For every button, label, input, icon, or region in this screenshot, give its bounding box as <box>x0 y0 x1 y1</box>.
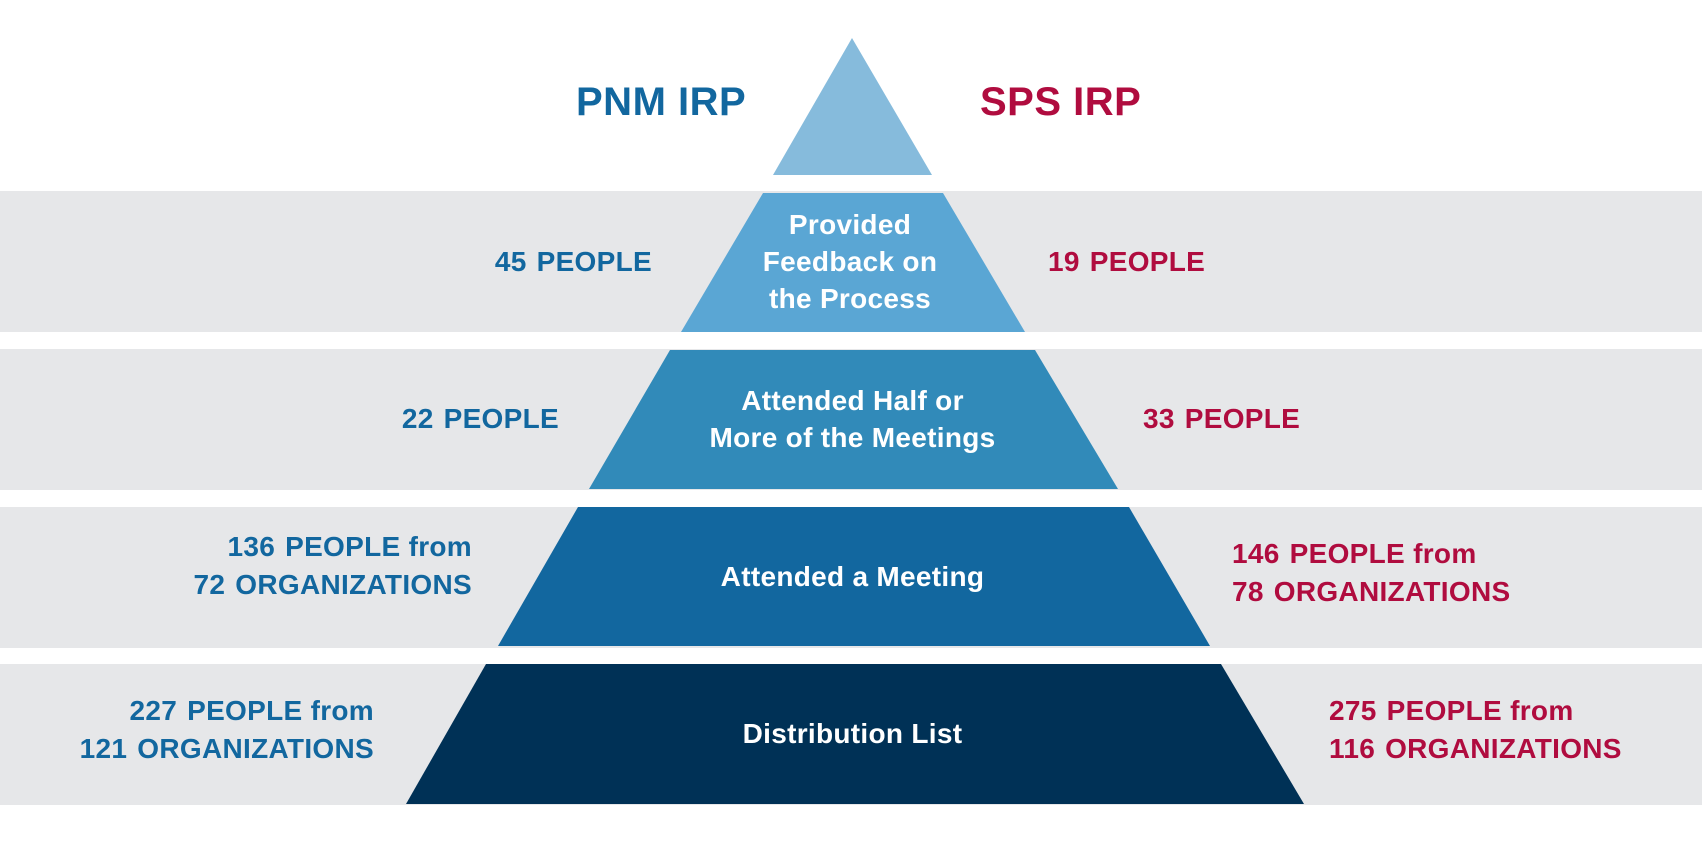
tier-4-label-line: Distribution List <box>742 718 963 749</box>
stat-text: ORGANIZATIONS <box>137 733 374 764</box>
stat-text: PEOPLE from <box>1386 695 1574 726</box>
pnm-irp-header: PNM IRP <box>576 80 747 124</box>
stat-number: 72 <box>193 569 226 600</box>
stat-text: PEOPLE from <box>1289 538 1477 569</box>
pyramid-tier-1 <box>681 193 1025 332</box>
pyramid-apex <box>773 38 932 175</box>
stat-number: 22 <box>401 403 434 434</box>
stat-text: PEOPLE from <box>285 531 472 562</box>
stat-text: ORGANIZATIONS <box>1273 576 1511 607</box>
tier-4-label: Distribution List <box>650 715 1055 752</box>
pyramid-tier-4 <box>406 664 1304 804</box>
tier-3-label-line: Attended a Meeting <box>720 561 985 592</box>
stat-number: 121 <box>79 733 128 764</box>
stat-number: 227 <box>129 695 178 726</box>
stat-number: 275 <box>1329 695 1377 726</box>
pnm-tier-4-stat: 227 PEOPLE from 121 ORGANIZATIONS <box>80 692 374 768</box>
stat-text: PEOPLE <box>1089 246 1206 277</box>
tier-1-label-line: the Process <box>768 283 932 314</box>
sps-irp-header: SPS IRP <box>980 80 1142 124</box>
stat-text: PEOPLE <box>536 246 652 277</box>
pnm-tier-3-stat: 136 PEOPLE from 72 ORGANIZATIONS <box>194 528 472 604</box>
pyramid-tier-2 <box>589 350 1118 489</box>
stat-text: ORGANIZATIONS <box>235 569 472 600</box>
sps-tier-4-stat: 275 PEOPLE from 116 ORGANIZATIONS <box>1329 692 1622 768</box>
tier-2-label: Attended Half or More of the Meetings <box>650 382 1055 456</box>
tier-3-label: Attended a Meeting <box>650 558 1055 595</box>
pnm-tier-2-stat: 22 PEOPLE <box>402 400 559 438</box>
pyramid-tier-3 <box>498 507 1210 646</box>
tier-2-label-line: More of the Meetings <box>709 422 996 453</box>
sps-tier-1-stat: 19 PEOPLE <box>1048 243 1205 281</box>
tier-1-label-line: Feedback on <box>762 246 938 277</box>
stat-text: PEOPLE <box>443 403 559 434</box>
pnm-tier-1-stat: 45 PEOPLE <box>495 243 652 281</box>
stat-number: 146 <box>1232 538 1280 569</box>
stat-number: 78 <box>1232 576 1264 607</box>
tier-1-label-line: Provided <box>788 209 912 240</box>
stat-number: 19 <box>1048 246 1080 277</box>
stat-number: 136 <box>227 531 276 562</box>
stat-number: 45 <box>494 246 527 277</box>
stat-number: 33 <box>1143 403 1175 434</box>
tier-2-label-line: Attended Half or <box>741 385 964 416</box>
stat-text: ORGANIZATIONS <box>1385 733 1622 764</box>
stat-text: PEOPLE from <box>187 695 374 726</box>
sps-tier-2-stat: 33 PEOPLE <box>1143 400 1300 438</box>
stat-text: PEOPLE <box>1184 403 1301 434</box>
stat-number: 116 <box>1329 733 1376 764</box>
sps-tier-3-stat: 146 PEOPLE from 78 ORGANIZATIONS <box>1232 535 1510 611</box>
tier-1-label: Provided Feedback on the Process <box>720 206 980 317</box>
